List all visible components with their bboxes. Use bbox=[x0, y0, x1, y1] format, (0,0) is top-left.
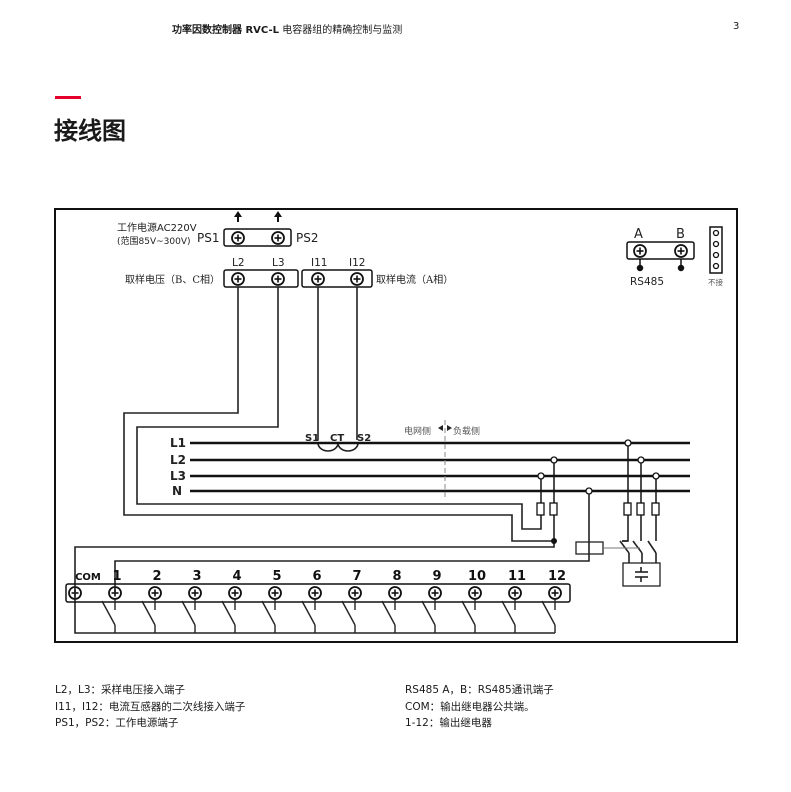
relay-contact bbox=[541, 600, 556, 626]
legend-item: 1-12：输出继电器 bbox=[405, 717, 492, 729]
terminal-label: 10 bbox=[468, 569, 486, 584]
terminal-label: COM bbox=[75, 572, 101, 583]
terminal-screw-icon bbox=[188, 586, 202, 600]
relay-contact bbox=[221, 600, 236, 626]
rs485-leads bbox=[636, 259, 685, 272]
terminal-label: 5 bbox=[272, 569, 281, 584]
terminal-screw-icon bbox=[350, 272, 364, 286]
junctions bbox=[537, 439, 660, 495]
grid-side-label: 电网侧 bbox=[404, 425, 431, 437]
legend-item: RS485 A，B：RS485通讯端子 bbox=[405, 684, 554, 696]
power-label: 工作电源AC220V bbox=[117, 221, 197, 234]
ct-s2-label: S2 bbox=[357, 433, 371, 444]
page-header: 功率因数控制器 RVC-L 电容器组的精确控制与监测 bbox=[172, 25, 403, 36]
power-range-label: (范围85V~300V) bbox=[117, 235, 191, 247]
terminal-screw-icon bbox=[268, 586, 282, 600]
voltage-sampling-label: 取样电压（B、C相） bbox=[125, 273, 220, 286]
power-terminal bbox=[223, 226, 723, 288]
line-l1-label: L1 bbox=[170, 436, 186, 450]
line-l2-label: L2 bbox=[170, 453, 186, 467]
terminal-screw-icon bbox=[148, 586, 162, 600]
terminal-screw-icon bbox=[633, 244, 647, 258]
arrow-icons bbox=[234, 211, 282, 222]
terminal-screw-icon bbox=[271, 231, 285, 245]
terminal-label: 1 bbox=[112, 569, 121, 584]
terminal-label: 6 bbox=[312, 569, 321, 584]
l3-label: L3 bbox=[272, 257, 285, 269]
terminal-screw-icon bbox=[428, 586, 442, 600]
relay-contact bbox=[181, 600, 196, 626]
terminal-label: 9 bbox=[432, 569, 441, 584]
legend-left: L2，L3：采样电压接入端子 I11，I12：电流互感器的二次线接入端子 PS1… bbox=[55, 682, 245, 732]
line-n-label: N bbox=[172, 484, 182, 498]
terminal-screw-icon bbox=[508, 586, 522, 600]
i11-label: I11 bbox=[311, 257, 327, 269]
relay-contact bbox=[141, 600, 156, 626]
terminal-screw-icon bbox=[348, 586, 362, 600]
terminal-label: 11 bbox=[508, 569, 526, 584]
relay-contact bbox=[381, 600, 396, 626]
terminal-screw-icon bbox=[228, 586, 242, 600]
terminal-screw-icon bbox=[388, 586, 402, 600]
terminal-screw-icon bbox=[308, 586, 322, 600]
terminal-screw-icon bbox=[311, 272, 325, 286]
relay-contact bbox=[421, 600, 436, 626]
legend-item: I11，I12：电流互感器的二次线接入端子 bbox=[55, 700, 246, 713]
terminal-screw-icon bbox=[548, 586, 562, 600]
load-side-label: 负载侧 bbox=[453, 425, 480, 437]
relay-contact bbox=[341, 600, 356, 626]
terminal-label: 4 bbox=[232, 569, 241, 584]
relay-contact bbox=[261, 600, 276, 626]
relay-contact bbox=[101, 600, 116, 626]
ct-label: CT bbox=[330, 433, 344, 444]
ps2-label: PS2 bbox=[296, 231, 319, 245]
rs485-label: RS485 bbox=[630, 276, 664, 288]
line-l3-label: L3 bbox=[170, 469, 186, 483]
legend-item: L2，L3：采样电压接入端子 bbox=[55, 684, 186, 696]
terminal-screw-icon bbox=[468, 586, 482, 600]
relay-contact bbox=[301, 600, 316, 626]
legend-item: COM：输出继电器公共端。 bbox=[405, 700, 535, 713]
l2-label: L2 bbox=[232, 257, 245, 269]
output-terminal-strip bbox=[65, 583, 571, 603]
terminal-label: 8 bbox=[392, 569, 401, 584]
not-connected-pins bbox=[712, 229, 720, 270]
terminal-screw-icon bbox=[231, 231, 245, 245]
i12-label: I12 bbox=[349, 257, 365, 269]
fuses bbox=[536, 502, 660, 516]
rs485-a-label: A bbox=[634, 227, 643, 242]
rs485-b-label: B bbox=[676, 227, 685, 242]
terminal-label: 7 bbox=[352, 569, 361, 584]
relay-contact bbox=[461, 600, 476, 626]
current-sampling-label: 取样电流（A相） bbox=[376, 273, 453, 286]
page-number: 3 bbox=[733, 21, 740, 32]
diagram-frame bbox=[54, 208, 738, 643]
relay-contact bbox=[501, 600, 516, 626]
legend-item: PS1，PS2：工作电源端子 bbox=[55, 717, 179, 729]
accent-bar bbox=[55, 96, 81, 99]
bus-lines bbox=[190, 441, 690, 493]
section-title: 接线图 bbox=[54, 117, 126, 145]
terminal-label: 12 bbox=[548, 569, 566, 584]
ps1-label: PS1 bbox=[197, 231, 220, 245]
terminal-label: 2 bbox=[152, 569, 161, 584]
legend-right: RS485 A，B：RS485通讯端子 COM：输出继电器公共端。 1-12：输… bbox=[405, 682, 554, 732]
ct-s1-label: S1 bbox=[305, 433, 319, 444]
terminal-screw-icon bbox=[231, 272, 245, 286]
terminal-label: 3 bbox=[192, 569, 201, 584]
not-connected-label: 不接 bbox=[708, 277, 723, 287]
terminal-screw-icon bbox=[674, 244, 688, 258]
terminal-screw-icon bbox=[271, 272, 285, 286]
